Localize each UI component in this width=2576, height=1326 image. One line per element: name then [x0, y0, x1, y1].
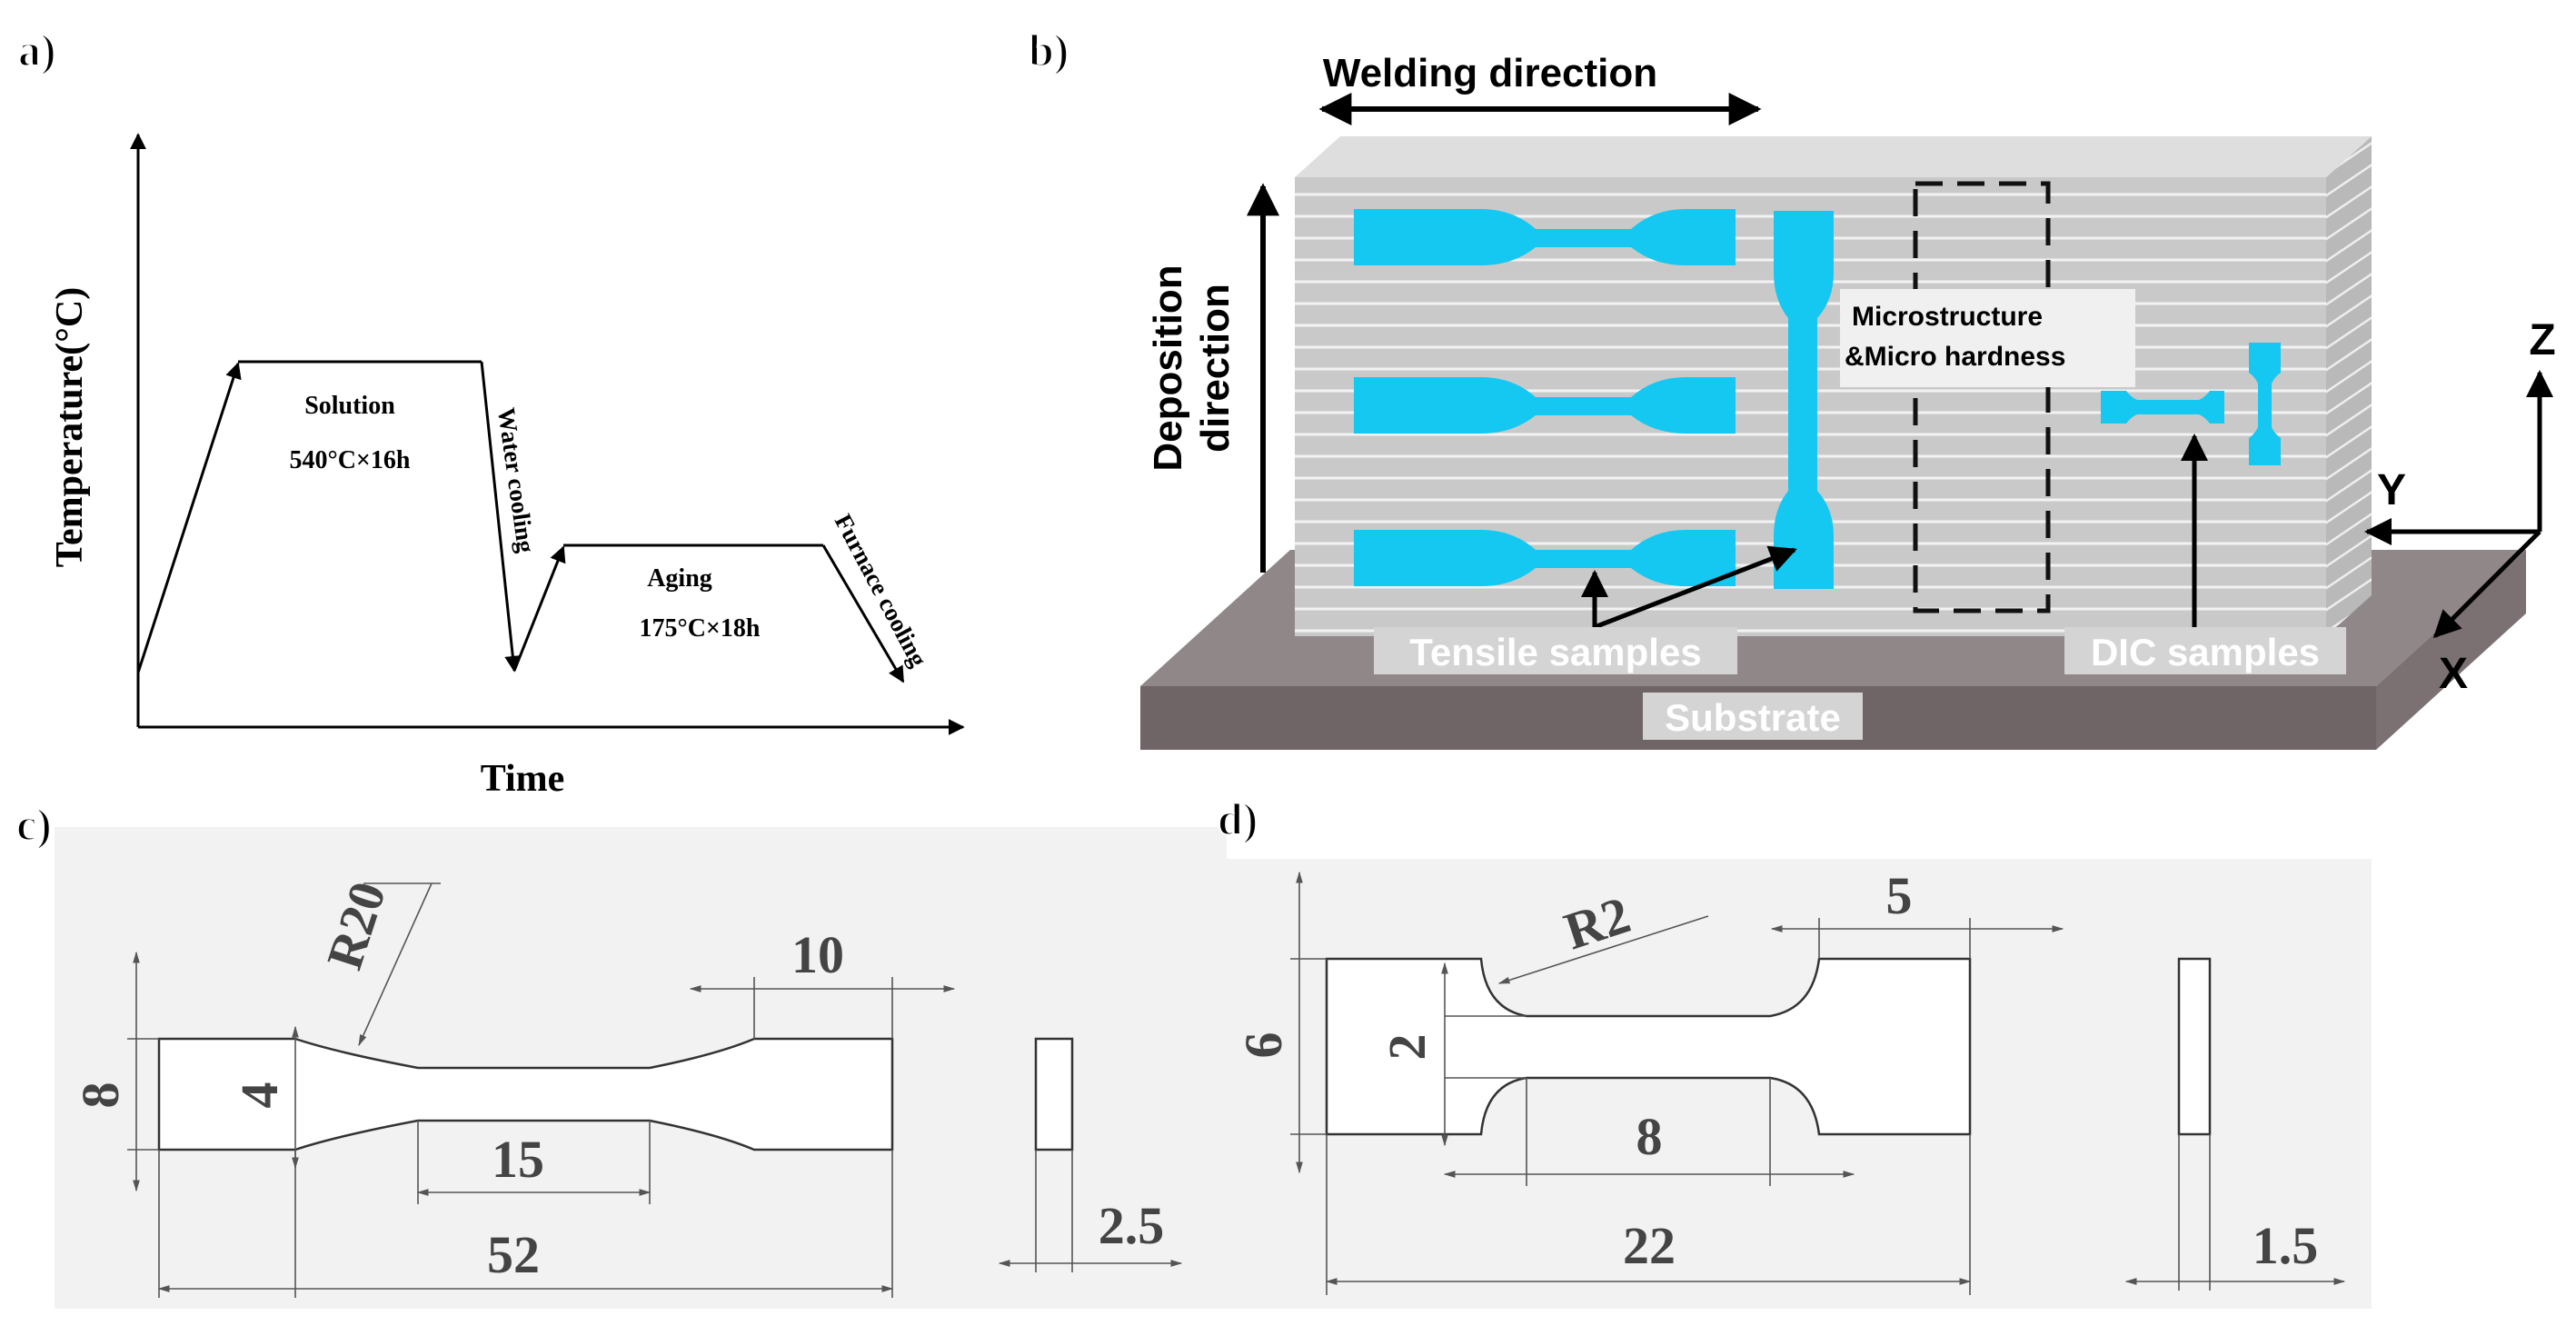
panel-label-a: a)	[18, 25, 56, 75]
wall-top	[1295, 136, 2372, 177]
panel-label-c: c)	[16, 799, 52, 850]
microstructure-label-line1: Microstructure	[1852, 302, 2043, 332]
substrate-label-box	[1643, 693, 1863, 740]
deposition-direction-label-1: Deposition	[1146, 264, 1190, 471]
dim-gauge-width-2: 2	[1378, 1034, 1437, 1061]
welding-direction-label: Welding direction	[1323, 51, 1657, 95]
dim-width-6: 6	[1234, 1032, 1293, 1059]
dim-width-8: 8	[71, 1082, 130, 1109]
solution-value: 540°C×16h	[290, 446, 411, 474]
x-axis-arrow	[2432, 530, 2541, 639]
microstructure-region	[1913, 181, 2051, 613]
x-axis-label: Time	[481, 758, 565, 800]
dim-grip-10: 10	[791, 925, 844, 984]
solution-label: Solution	[304, 392, 395, 420]
tensile-sample-vertical	[1774, 211, 1834, 589]
panel-d-dic-drawing: d) R2 5 6 2 8 22 1.	[1213, 793, 2372, 1309]
y-axis-label: Temperature(°C)	[49, 287, 91, 567]
tensile-samples-label: Tensile samples	[1409, 631, 1701, 673]
panel-c-tensile-drawing: c) R20 10 8 4 15 52	[15, 798, 1227, 1309]
aging-value: 175°C×18h	[640, 614, 761, 643]
y-axis-label-3d: Y	[2377, 466, 2406, 514]
substrate-side	[2376, 550, 2526, 750]
panel-label-d: d)	[1218, 793, 1258, 844]
dic-samples-label: DIC samples	[2091, 631, 2320, 673]
z-axis-label: Z	[2529, 316, 2555, 364]
aging-ramp	[512, 545, 566, 672]
aging-label: Aging	[647, 564, 712, 593]
water-quench	[480, 361, 522, 673]
wall-side	[2326, 136, 2372, 636]
substrate-label: Substrate	[1665, 696, 1841, 739]
panel-a-heat-treatment: a) Temperature(°C) Time Solution 540°C×1…	[17, 24, 965, 800]
deposition-direction-label-2: direction	[1193, 284, 1238, 453]
panel-label-b: b)	[1029, 25, 1069, 75]
dim-total-length-22: 22	[1623, 1216, 1676, 1275]
dic-radius-leader	[1497, 915, 1709, 984]
microstructure-label-line2: &Micro hardness	[1845, 342, 2065, 372]
dim-total-length-52: 52	[487, 1225, 540, 1284]
tensile-leader-2	[1594, 545, 1797, 630]
tensile-samples-horizontal	[1354, 209, 1736, 586]
tensile-sample-2	[1354, 377, 1736, 434]
dic-sample-horizontal	[2101, 391, 2224, 424]
microstructure-label-box	[1840, 289, 2135, 387]
dim-grip-5: 5	[1886, 866, 1913, 925]
dim-gauge-length-8: 8	[1636, 1107, 1663, 1166]
radius-leader	[358, 882, 433, 1047]
x-axis-label-3d: X	[2439, 650, 2468, 698]
panel-b-sampling: b) Microstructure &Micro hardness Weldin…	[1028, 24, 2556, 750]
furnace-cooling-label: Furnace cooling	[830, 510, 933, 672]
dim-thickness-1-5: 1.5	[2253, 1216, 2319, 1275]
dic-sample-vertical	[2249, 343, 2281, 465]
dim-thickness-2-5: 2.5	[1099, 1196, 1165, 1255]
dim-gauge-length-15: 15	[492, 1130, 544, 1189]
tensile-sample-3	[1354, 530, 1736, 586]
tensile-label-box	[1374, 627, 1737, 674]
dim-gauge-width-4: 4	[230, 1082, 289, 1109]
furnace-cool	[821, 544, 905, 683]
tensile-sample-1	[1354, 209, 1736, 265]
heating-ramp	[136, 362, 242, 673]
dic-thickness-view	[2177, 957, 2212, 1136]
dic-label-box	[2064, 627, 2346, 674]
tensile-thickness-view	[1034, 1037, 1074, 1152]
